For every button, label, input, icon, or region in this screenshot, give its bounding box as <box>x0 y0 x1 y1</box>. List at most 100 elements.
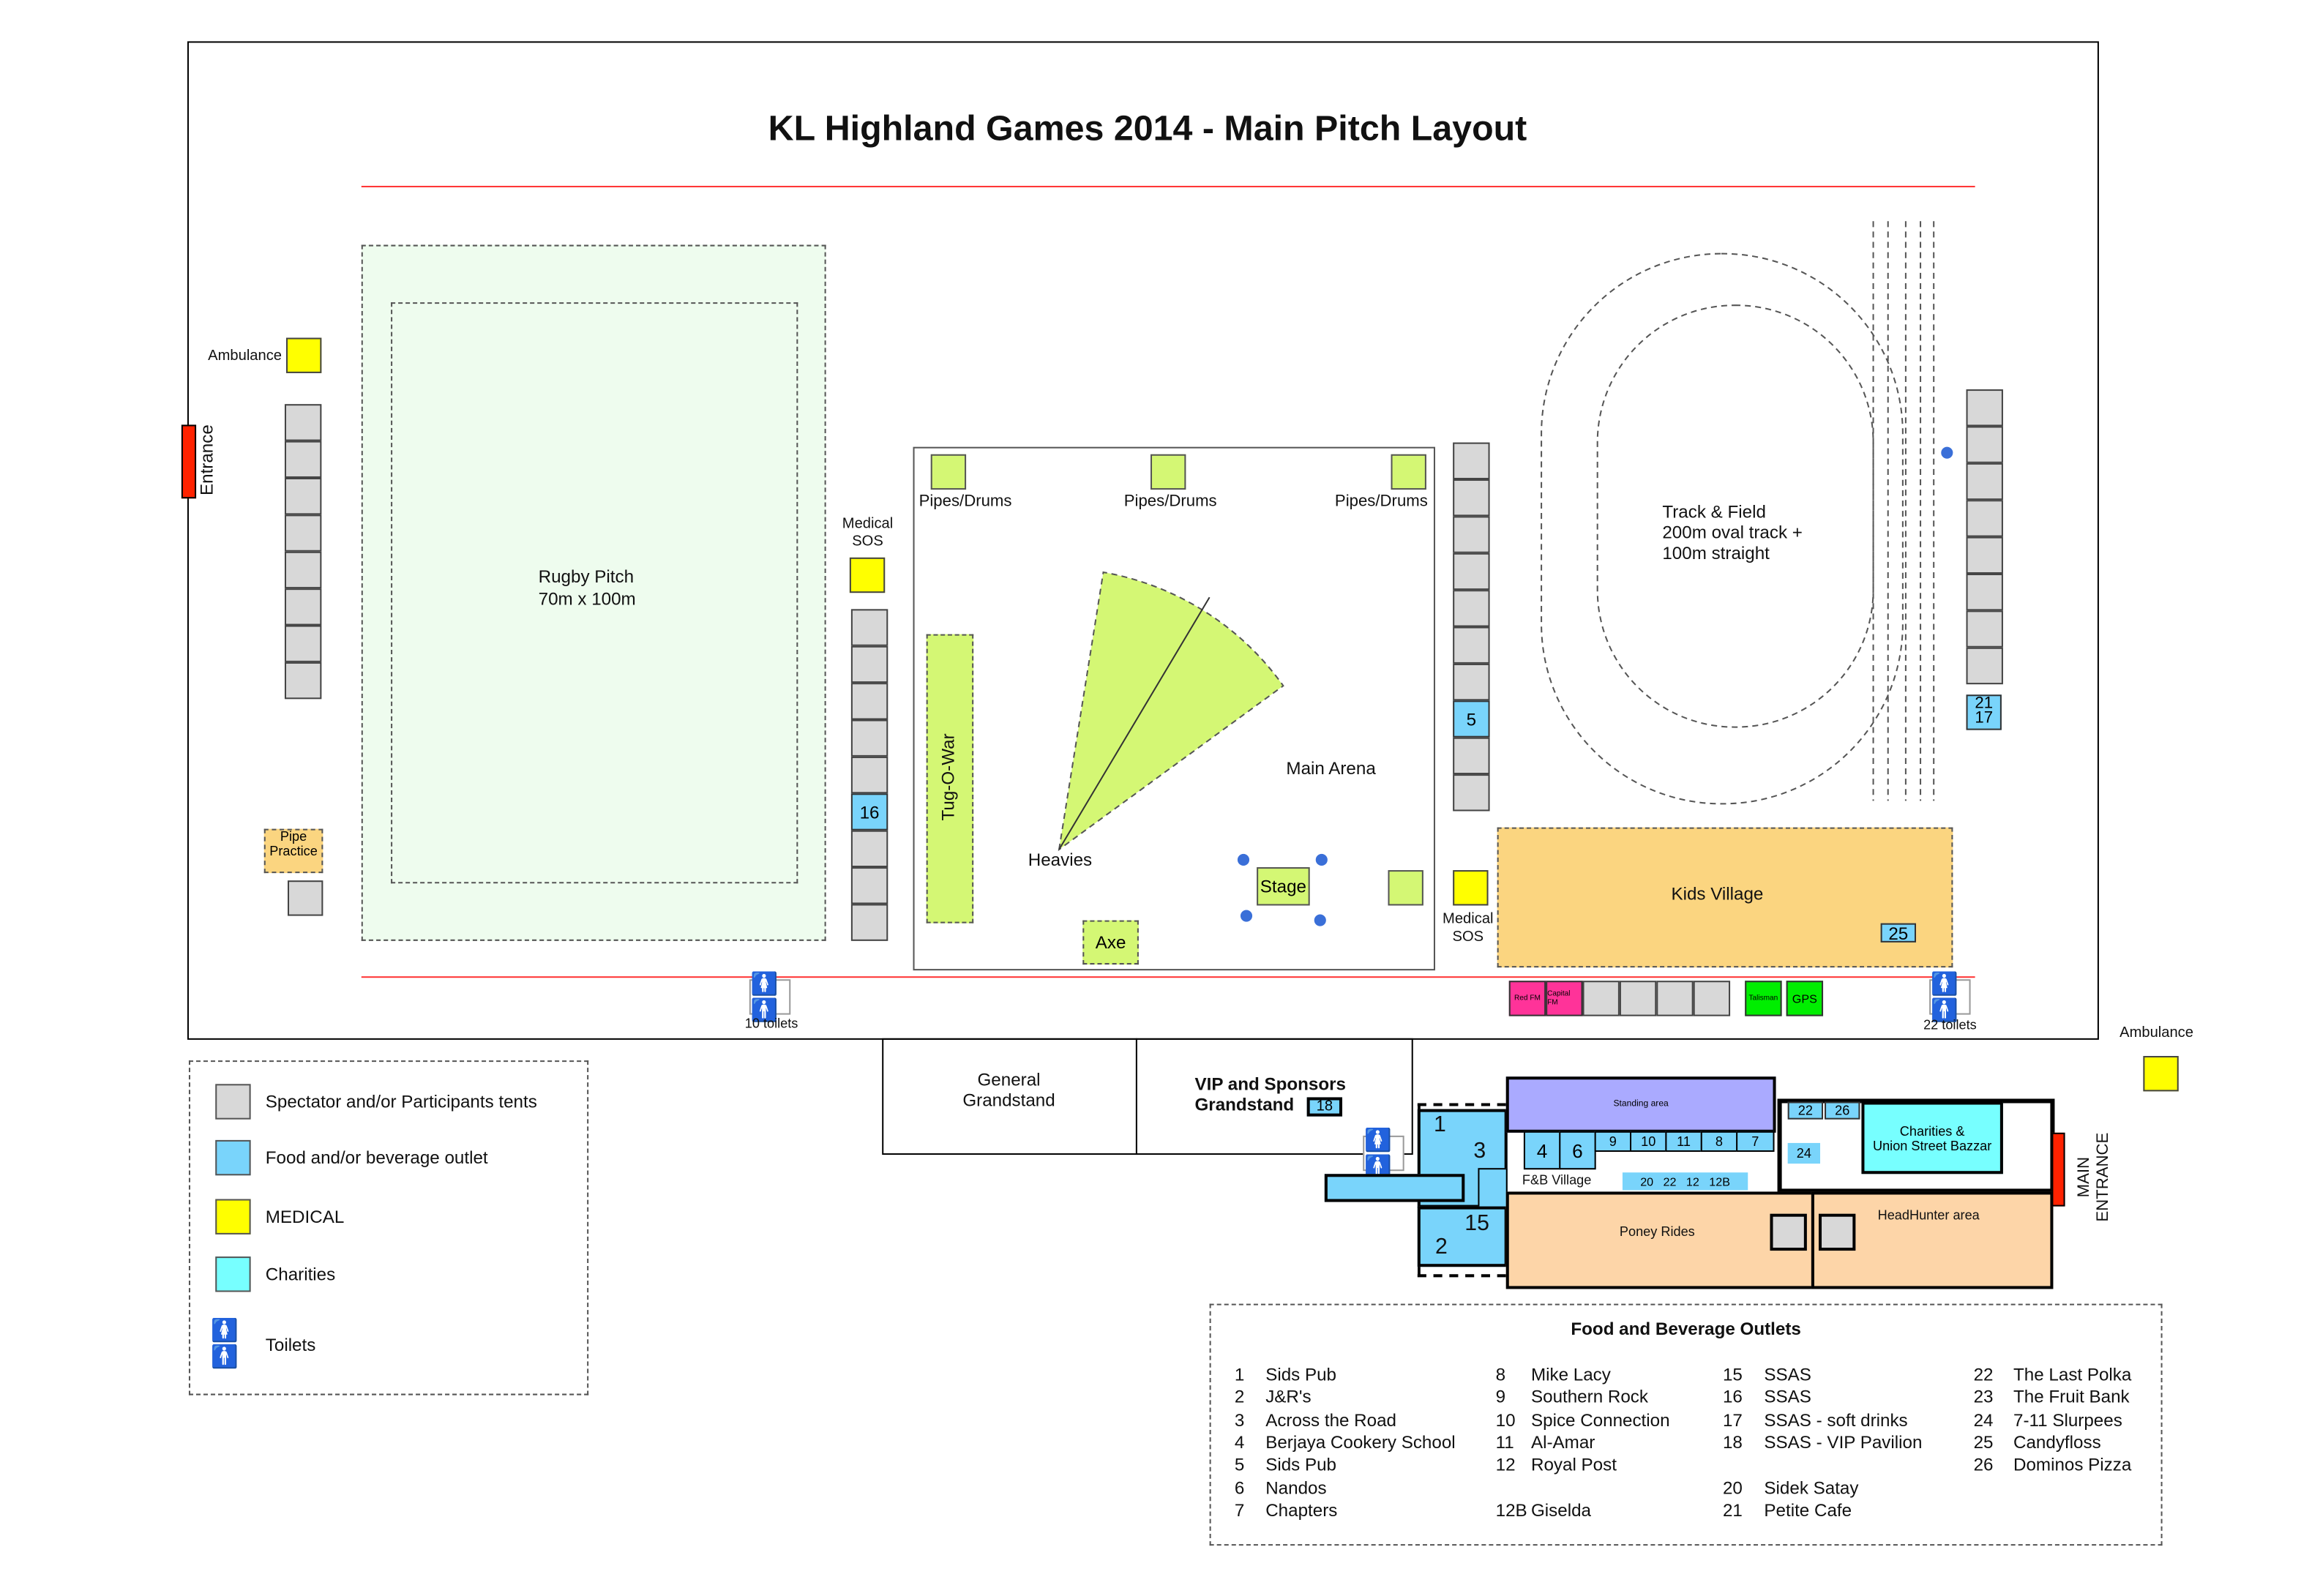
outlet-name: Berjaya Cookery School <box>1265 1431 1456 1453</box>
outlet-name: SSAS <box>1764 1364 1811 1385</box>
outlet-number: 18 <box>1722 1431 1743 1453</box>
stall-15: 15 <box>1464 1210 1489 1236</box>
outlet-number: 24 <box>1973 1409 1994 1431</box>
track-outer <box>1541 252 1904 805</box>
food-stall-7: 7 <box>1736 1131 1775 1153</box>
outlet-number: 21 <box>1722 1499 1743 1521</box>
food-stall-10: 10 <box>1630 1131 1667 1153</box>
stage: Stage <box>1257 867 1310 906</box>
outlet-number: 26 <box>1973 1454 1994 1475</box>
outlet-number: 6 <box>1234 1477 1245 1498</box>
poney-label: Poney Rides <box>1619 1224 1695 1239</box>
food-stall-16: 16 <box>850 793 888 831</box>
outlet-name: Across the Road <box>1265 1409 1397 1431</box>
tent <box>284 625 322 662</box>
talisman-tent: Talisman <box>1745 981 1782 1016</box>
entrance-marker <box>181 424 197 499</box>
outlet-number: 7 <box>1234 1499 1245 1521</box>
legend-label: Toilets <box>265 1334 316 1356</box>
tent <box>284 662 322 700</box>
outlet-name: Dominos Pizza <box>2013 1454 2132 1475</box>
tent <box>1818 1213 1856 1251</box>
outlet-name: Royal Post <box>1530 1454 1617 1475</box>
medical-box <box>849 557 886 593</box>
outlet-name: 7-11 Slurpees <box>2013 1409 2122 1431</box>
pipes-label: Pipes/Drums <box>1123 492 1217 511</box>
axe-area: Axe <box>1082 920 1139 965</box>
food-stall-21-17: 21 17 <box>1966 694 2002 730</box>
legend-swatch <box>215 1256 251 1292</box>
outlet-number: 10 <box>1495 1409 1516 1431</box>
tent <box>288 880 323 916</box>
main-arena <box>913 446 1435 971</box>
legend-swatch <box>215 1139 251 1176</box>
green-box <box>1388 870 1423 906</box>
kids-label: Kids Village <box>1671 883 1764 904</box>
outlets-box <box>1209 1303 2163 1546</box>
outlet-number: 1 <box>1234 1364 1245 1385</box>
legend <box>188 1060 589 1395</box>
page-title: KL Highland Games 2014 - Main Pitch Layo… <box>768 109 1527 149</box>
legend-label: MEDICAL <box>265 1206 345 1227</box>
fb-village-label: F&B Village <box>1522 1172 1592 1188</box>
pipe-practice-area: Pipe Practice <box>263 828 323 874</box>
outlet-name: J&R's <box>1265 1387 1312 1408</box>
food-stall-26: 26 <box>1825 1101 1860 1120</box>
ambulance-label: Ambulance <box>2119 1024 2193 1041</box>
outlet-number: 12B <box>1495 1499 1527 1521</box>
tent <box>284 514 322 552</box>
outlet-number: 12 <box>1495 1454 1516 1475</box>
capital-fm-tent: Capital FM <box>1546 981 1583 1016</box>
tent-column: 5 <box>1453 442 1490 812</box>
outlet-number: 11 <box>1495 1431 1514 1453</box>
stall-2: 2 <box>1434 1234 1448 1260</box>
food-stall-22: 22 <box>1787 1101 1824 1120</box>
outlet-name: Nandos <box>1265 1477 1327 1498</box>
outlet-number: 4 <box>1234 1431 1245 1453</box>
food-stall-24: 24 <box>1787 1142 1821 1164</box>
tent <box>1619 981 1657 1016</box>
divider <box>361 976 1975 978</box>
outlet-number: 17 <box>1722 1409 1743 1431</box>
tent <box>284 551 322 589</box>
divider <box>1135 1038 1137 1155</box>
outlet-name: Candyfloss <box>2013 1431 2101 1453</box>
legend-swatch <box>215 1084 251 1120</box>
outlet-name: The Fruit Bank <box>2013 1387 2130 1408</box>
heavies-area <box>1058 571 1284 852</box>
tent <box>1693 981 1731 1016</box>
outlet-number: 16 <box>1722 1387 1743 1408</box>
outlet-name: Sids Pub <box>1265 1454 1337 1475</box>
tent <box>284 588 322 626</box>
outlet-name: Sids Pub <box>1265 1364 1337 1385</box>
outlet-number: 5 <box>1234 1454 1245 1475</box>
tent <box>1656 981 1694 1016</box>
outlets-title: Food and Beverage Outlets <box>1571 1318 1801 1339</box>
pipes-drums-box <box>930 454 967 490</box>
standing-area: Standing area <box>1505 1076 1776 1133</box>
food-stall-6: 6 <box>1559 1131 1596 1170</box>
rugby-label: Rugby Pitch <box>538 566 635 588</box>
outlet-name: Sidek Satay <box>1764 1477 1859 1498</box>
pipes-label: Pipes/Drums <box>1334 492 1428 511</box>
tent-column: 16 <box>850 609 888 941</box>
headhunter-label: HeadHunter area <box>1877 1207 1980 1223</box>
outlet-number: 2 <box>1234 1387 1245 1408</box>
tent <box>1582 981 1620 1016</box>
charities-area: Charities &Union Street Bazzar <box>1861 1101 2003 1174</box>
toilet-icon: 🚺🚹 <box>211 1319 250 1370</box>
tent-column <box>1966 389 2003 685</box>
toilets-label: 10 toilets <box>744 1016 798 1031</box>
main-arena-label: Main Arena <box>1286 757 1376 779</box>
outlet-number: 15 <box>1722 1364 1743 1385</box>
outlet-name: Southern Rock <box>1530 1387 1648 1408</box>
toilet-icon: 🚺🚹 <box>1363 1128 1404 1180</box>
legend-label: Charities <box>265 1264 336 1285</box>
ambulance-box <box>2143 1056 2179 1092</box>
outlet-number: 20 <box>1722 1477 1743 1498</box>
